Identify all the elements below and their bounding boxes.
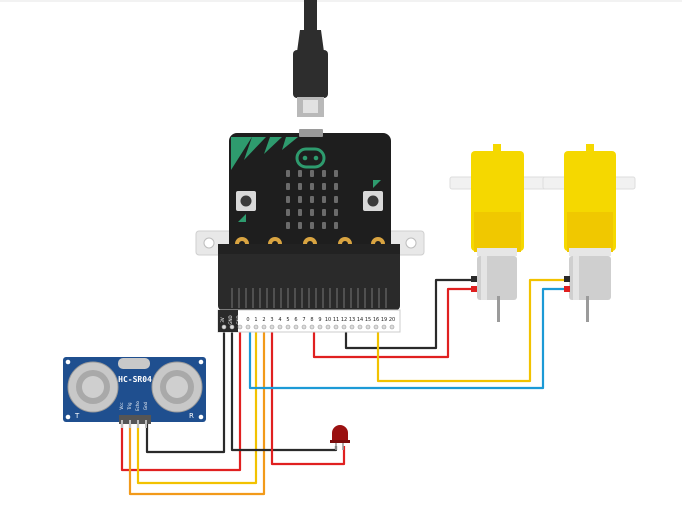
microbit-board[interactable] xyxy=(195,129,425,256)
pin-hole[interactable] xyxy=(301,324,307,330)
pin-label: 15 xyxy=(365,317,371,323)
pin-hole[interactable] xyxy=(293,324,299,330)
sensor-pin-label: Vcc xyxy=(119,402,124,409)
pin-hole[interactable] xyxy=(285,324,291,330)
pin-hole[interactable] xyxy=(277,324,283,330)
wire-motor2-blue[interactable] xyxy=(248,287,566,390)
pin-hole[interactable] xyxy=(221,324,227,330)
pin-hole[interactable] xyxy=(349,324,355,330)
transducer-left xyxy=(67,361,119,413)
pin-hole[interactable] xyxy=(229,324,235,330)
pin-label: 14 xyxy=(357,317,363,323)
wire-led-signal[interactable] xyxy=(270,330,346,466)
wire-motor1-black[interactable] xyxy=(344,278,472,350)
pin-label: 7 xyxy=(302,317,305,323)
pin-hole[interactable] xyxy=(365,324,371,330)
pin-hole[interactable] xyxy=(317,324,323,330)
pin-label: 3 xyxy=(270,317,273,323)
pin-label: 6 xyxy=(294,317,297,323)
pin-label: 2 xyxy=(262,317,265,323)
sensor-model-label: HC-SR04 xyxy=(118,375,152,384)
microbit-logo-icon xyxy=(295,147,326,169)
pin-hole[interactable] xyxy=(373,324,379,330)
button-b[interactable] xyxy=(363,180,383,211)
pin-hole[interactable] xyxy=(309,324,315,330)
sensor-pin-label: Gnd xyxy=(143,401,148,410)
pin-hole[interactable] xyxy=(333,324,339,330)
pin-label: GND xyxy=(236,315,241,324)
pin-label: 12 xyxy=(341,317,347,323)
pin-label: 11 xyxy=(333,317,339,323)
pin-label: 5 xyxy=(286,317,289,323)
wire-led-gnd[interactable] xyxy=(230,330,338,452)
accent-mid3 xyxy=(282,137,298,150)
sensor-pin-label: Echo xyxy=(135,401,140,411)
pin-label: 19 xyxy=(381,317,387,323)
wire-motor1-red[interactable] xyxy=(312,287,472,359)
pin-label: 8 xyxy=(310,317,313,323)
led[interactable] xyxy=(330,425,350,450)
pin-hole[interactable] xyxy=(381,324,387,330)
motor-1[interactable] xyxy=(449,144,549,322)
pin-hole[interactable] xyxy=(261,324,267,330)
wire-motor2-yellow[interactable] xyxy=(376,278,566,383)
wire-sensor-vcc[interactable] xyxy=(120,330,242,472)
accent-mid xyxy=(244,137,266,160)
motor-2[interactable] xyxy=(542,144,636,322)
led-matrix xyxy=(286,170,338,229)
pin-label: GND xyxy=(228,315,233,324)
pin-hole[interactable] xyxy=(245,324,251,330)
sensor-pin-label: Trig xyxy=(127,402,132,411)
sensor-corner-label-t: T xyxy=(74,412,80,420)
transducer-right xyxy=(151,361,203,413)
pin-hole[interactable] xyxy=(389,324,395,330)
pin-label: 16 xyxy=(373,317,379,323)
connector-teeth xyxy=(231,288,387,308)
wire-sensor-gnd[interactable] xyxy=(145,330,226,454)
pin-label: 1 xyxy=(254,317,257,323)
pin-label: 13 xyxy=(349,317,355,323)
button-a[interactable] xyxy=(236,191,256,222)
pin-hole[interactable] xyxy=(253,324,259,330)
pin-label: 0 xyxy=(246,317,249,323)
pin-hole[interactable] xyxy=(325,324,331,330)
pin-hole[interactable] xyxy=(269,324,275,330)
wires xyxy=(120,278,566,496)
pin-label: 10 xyxy=(325,317,331,323)
pin-holes xyxy=(221,324,395,330)
accent-left xyxy=(231,137,252,170)
pin-label: 20 xyxy=(389,317,395,323)
pin-label: 9 xyxy=(318,317,321,323)
pin-hole[interactable] xyxy=(341,324,347,330)
pin-hole[interactable] xyxy=(357,324,363,330)
usb-cable[interactable] xyxy=(293,0,328,117)
wire-sensor-echo[interactable] xyxy=(136,330,258,485)
sensor-corner-label-r: R xyxy=(189,412,194,420)
pin-label: 3V xyxy=(220,317,225,323)
accent-mid2 xyxy=(264,137,282,154)
wire-sensor-trig[interactable] xyxy=(128,330,266,496)
pin-hole[interactable] xyxy=(237,324,243,330)
pin-label: 4 xyxy=(278,317,281,323)
